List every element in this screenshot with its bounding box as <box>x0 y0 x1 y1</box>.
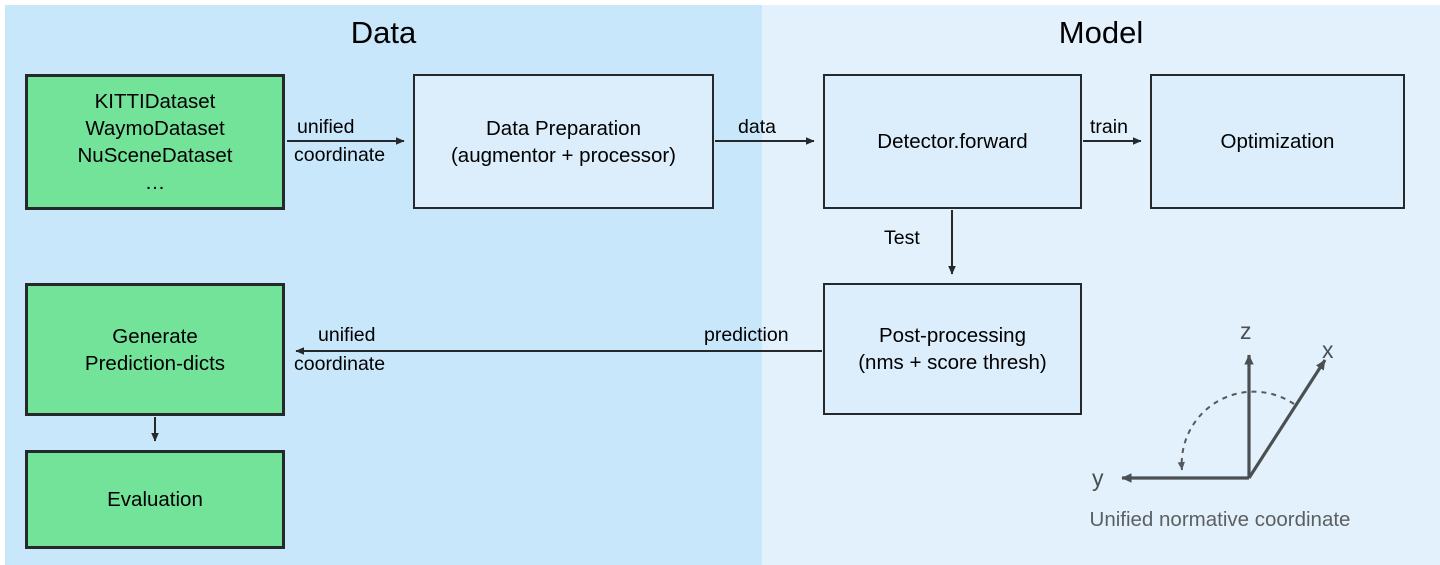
axis-label-y: y <box>1092 465 1104 491</box>
edge-label-train: train <box>1090 116 1128 138</box>
axis-label-x: x <box>1322 337 1334 363</box>
region-model-title: Model <box>1058 15 1144 50</box>
node-optimization-label: Optimization <box>1220 130 1335 153</box>
node-data-preparation-line-1: Data Preparation <box>486 116 641 140</box>
edge-label-unified: unified <box>297 116 355 138</box>
edge-label-prediction: prediction <box>704 324 789 346</box>
node-datasets-line-1: KITTIDataset <box>94 90 216 113</box>
edge-label-unified-2: unified <box>318 324 376 346</box>
node-datasets-line-3: NuSceneDataset <box>77 144 233 167</box>
edge-label-data: data <box>738 116 776 138</box>
node-datasets-line-2: WaymoDataset <box>85 117 225 140</box>
node-optimization[interactable]: Optimization <box>1150 74 1405 209</box>
node-post-processing[interactable]: Post-processing (nms + score thresh) <box>823 283 1082 415</box>
node-data-preparation[interactable]: Data Preparation (augmentor + processor) <box>413 74 714 209</box>
edge-label-coordinate: coordinate <box>294 144 386 166</box>
node-detector-forward-label: Detector.forward <box>877 130 1028 153</box>
node-generate-prediction-dicts-line-1: Generate <box>112 324 198 348</box>
node-evaluation-label: Evaluation <box>107 488 203 511</box>
node-generate-prediction-dicts[interactable]: Generate Prediction-dicts <box>25 283 285 416</box>
node-generate-prediction-dicts-line-2: Prediction-dicts <box>84 351 226 375</box>
node-post-processing-line-2: (nms + score thresh) <box>858 351 1047 374</box>
node-detector-forward[interactable]: Detector.forward <box>823 74 1082 209</box>
node-evaluation[interactable]: Evaluation <box>25 450 285 549</box>
node-post-processing-line-1: Post-processing <box>879 324 1026 347</box>
region-data-title: Data <box>350 15 417 50</box>
node-datasets[interactable]: KITTIDataset WaymoDataset NuSceneDataset… <box>25 74 285 210</box>
edge-label-test: Test <box>884 227 920 249</box>
axis-label-z: z <box>1240 318 1252 344</box>
coordinate-system-caption: Unified normative coordinate <box>1089 508 1351 531</box>
edge-label-coordinate-2: coordinate <box>294 353 386 375</box>
node-data-preparation-line-2: (augmentor + processor) <box>450 143 677 167</box>
node-datasets-line-4: … <box>144 171 166 194</box>
